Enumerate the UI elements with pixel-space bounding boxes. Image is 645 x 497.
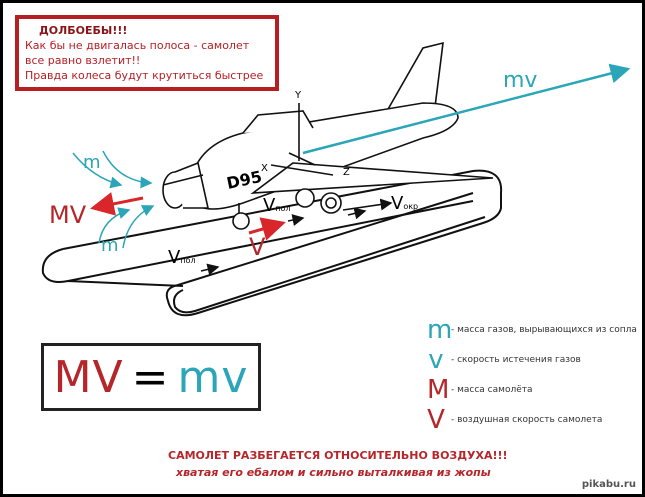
watermark: pikabu.ru bbox=[581, 479, 636, 490]
legend: m- масса газов, вырывающихся из сопла v-… bbox=[427, 315, 637, 435]
legend-symbol: v bbox=[428, 345, 444, 375]
MV-thrust-arrow bbox=[90, 192, 144, 216]
air-intake-arrow-top-2 bbox=[102, 150, 153, 189]
warning-line: Правда колеса будут крутиться быстрее bbox=[25, 69, 264, 82]
m-top-label: m bbox=[83, 152, 101, 173]
v-pol-plane-arrow bbox=[287, 214, 305, 226]
legend-item: v - скорость истечения газов bbox=[427, 345, 637, 375]
axis-x-label: X bbox=[261, 163, 268, 174]
mv-exhaust-arrow bbox=[302, 63, 631, 155]
legend-text: - масса самолёта bbox=[451, 385, 533, 395]
V-label: V bbox=[249, 233, 266, 261]
mv-label: mv bbox=[503, 68, 537, 93]
legend-symbol: V bbox=[427, 405, 445, 435]
bottom-caption: САМОЛЕТ РАЗБЕГАЕТСЯ ОТНОСИТЕЛЬНО ВОЗДУХА… bbox=[168, 447, 508, 481]
wheel-arrow bbox=[347, 207, 367, 220]
legend-symbol: m bbox=[427, 315, 453, 345]
airplane-treadmill-diagram: Y X Z D95 mv m m MV V Vпол Vокр Vпол bbox=[41, 41, 631, 317]
conveyor-belt bbox=[41, 169, 503, 317]
airplane bbox=[162, 41, 494, 230]
formula-right: mv bbox=[177, 351, 249, 403]
air-intake-arrow-top bbox=[72, 152, 123, 189]
air-intake-arrow-bottom bbox=[98, 207, 131, 244]
legend-text: - масса газов, вырывающихся из сопла bbox=[451, 325, 637, 335]
legend-item: V - воздушная скорость самолета bbox=[427, 405, 637, 435]
warning-title: ДОЛБОЕБЫ!!! bbox=[39, 24, 128, 37]
air-intake-arrow-bottom-2 bbox=[122, 205, 155, 249]
m-bottom-label: m bbox=[101, 235, 119, 256]
v-pol-plane-label: Vпол bbox=[263, 195, 291, 216]
MV-label: MV bbox=[49, 201, 87, 229]
v-okr-arrow bbox=[342, 198, 393, 211]
legend-symbol: M bbox=[427, 375, 450, 405]
warning-box: ДОЛБОЕБЫ!!! Как бы не двигалась полоса -… bbox=[15, 15, 279, 91]
legend-text: - воздушная скорость самолета bbox=[451, 415, 603, 425]
formula-left: MV bbox=[53, 351, 124, 403]
caption-line-2: хватая его ебалом и сильно выталкивая из… bbox=[176, 466, 491, 479]
warning-line: Как бы не двигалась полоса - самолет bbox=[25, 39, 250, 52]
legend-item: M- масса самолёта bbox=[427, 375, 637, 405]
legend-item: m- масса газов, вырывающихся из сопла bbox=[427, 315, 637, 345]
v-okr-label: Vокр bbox=[391, 193, 418, 214]
v-pol-belt-label: Vпол bbox=[168, 247, 196, 268]
axis-y-label: Y bbox=[294, 90, 302, 101]
formula-equals: = bbox=[131, 351, 170, 403]
v-pol-belt-arrow bbox=[200, 263, 220, 276]
axis-z-label: Z bbox=[343, 167, 350, 178]
legend-text: - скорость истечения газов bbox=[451, 355, 581, 365]
formula-box: MV = mv bbox=[41, 343, 261, 411]
caption-line-1: САМОЛЕТ РАЗБЕГАЕТСЯ ОТНОСИТЕЛЬНО ВОЗДУХА… bbox=[168, 449, 508, 462]
warning-line: все равно взлетит!! bbox=[25, 54, 141, 67]
V-airspeed-arrow bbox=[248, 217, 286, 241]
